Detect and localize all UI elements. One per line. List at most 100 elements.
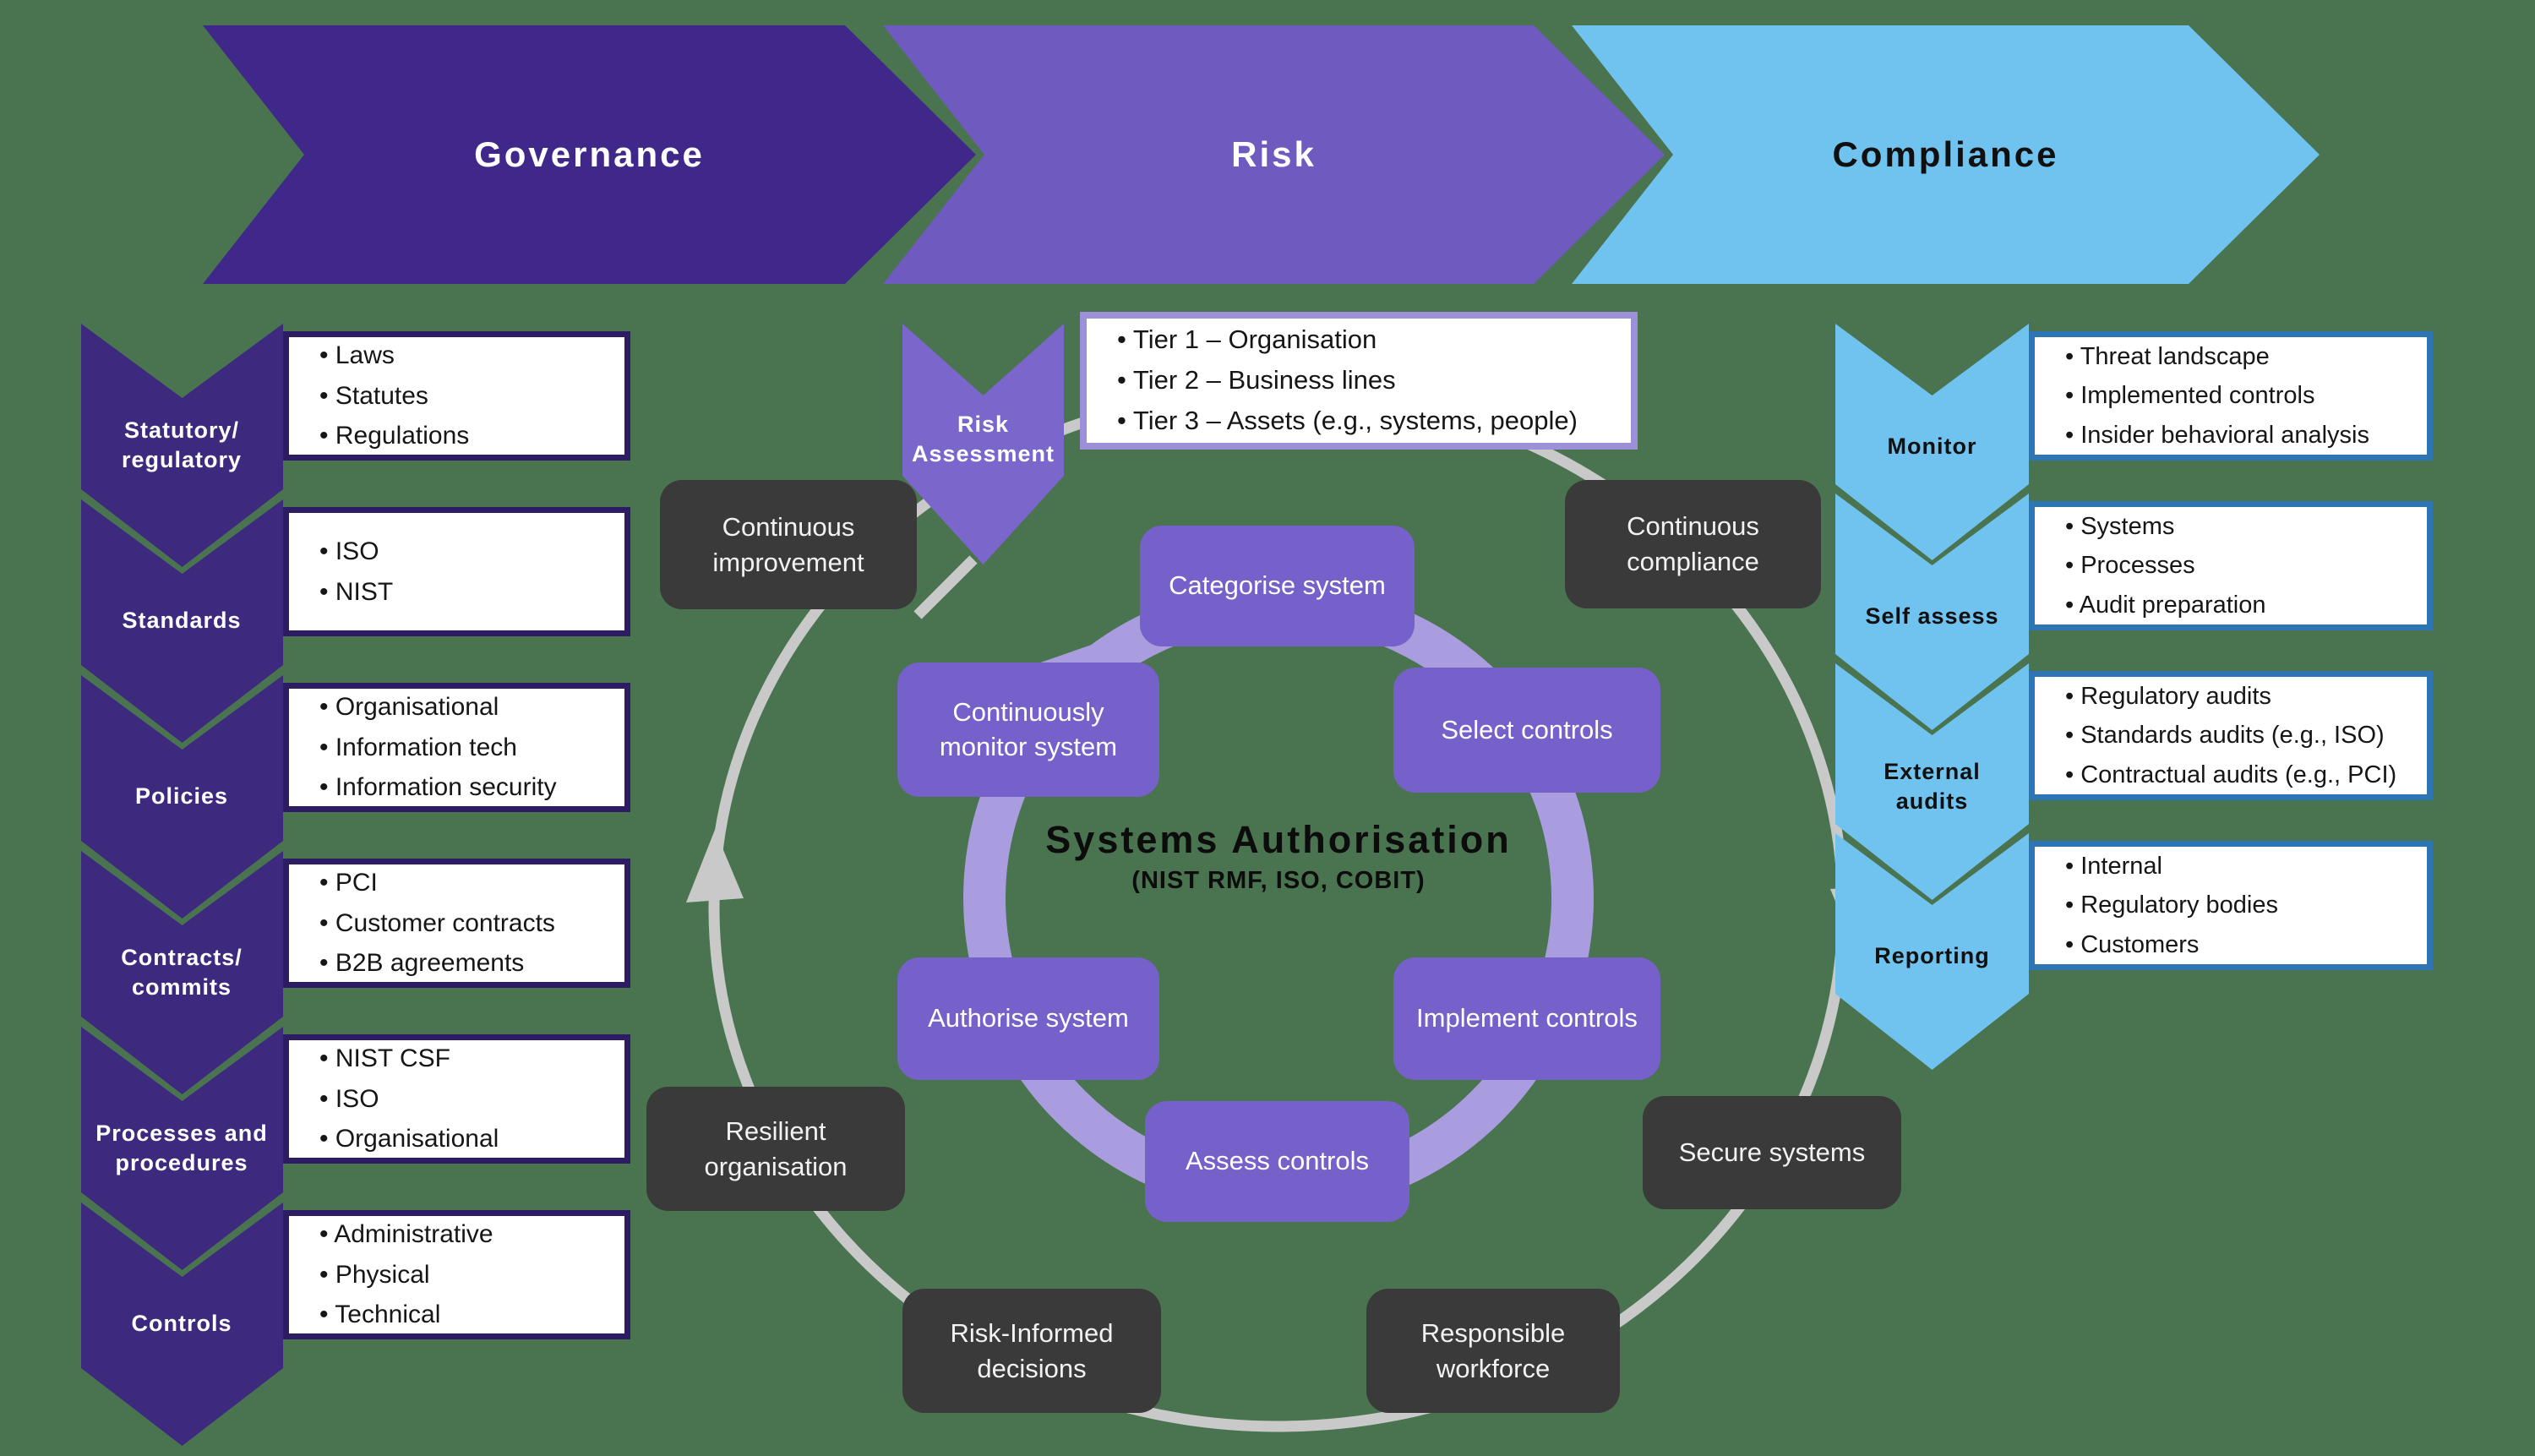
outcome-continuous-improvement: Continuous improvement (660, 480, 917, 609)
bullet-item: B2B agreements (319, 947, 616, 979)
bullet-item: Customers (2065, 930, 2418, 960)
bullet-text: Organisational (335, 693, 499, 722)
bullet-text: Tier 3 – Assets (e.g., systems, people) (1132, 405, 1578, 435)
bullet-text: Information tech (335, 733, 517, 761)
right-box-monitor: Threat landscape Implemented controls In… (2029, 331, 2433, 461)
bullet-item: Regulations (319, 420, 616, 452)
bullet-text: Contractual audits (e.g., PCI) (2080, 761, 2397, 788)
bullet-text: Internal (2080, 853, 2162, 881)
governance-arrow-shape (203, 25, 976, 284)
bullet-item: Regulatory bodies (2065, 890, 2418, 920)
bullet-text: Information security (335, 773, 557, 802)
left-box-policies: Organisational Information tech Informat… (283, 683, 630, 812)
bullet-item: Organisational (319, 1123, 616, 1155)
bullet-item: NIST CSF (319, 1043, 616, 1075)
tier-box: Tier 1 – Organisation Tier 2 – Business … (1080, 312, 1638, 450)
outcome-responsible-workforce: Responsible workforce (1366, 1289, 1620, 1413)
chevron-label-policies: Policies (134, 783, 229, 810)
bullet-item: Information tech (319, 732, 616, 764)
left-box-statutory: Laws Statutes Regulations (283, 331, 630, 461)
chevron-self-assess (1835, 494, 2029, 730)
bullet-text: Tier 2 – Business lines (1132, 365, 1396, 395)
left-box-contracts: PCI Customer contracts B2B agreements (283, 859, 630, 988)
chevron-processes (81, 1027, 283, 1270)
risk-arrow-shape (883, 25, 1665, 284)
bullet-item: NIST (319, 576, 616, 608)
bullet-item: Standards audits (e.g., ISO) (2065, 720, 2418, 750)
compliance-label: Compliance (1832, 134, 2059, 174)
bullet-text: Standards audits (e.g., ISO) (2080, 722, 2385, 750)
bullet-item: Information security (319, 772, 616, 804)
chevron-risk-assessment (902, 324, 1064, 564)
left-box-controls: Administrative Physical Technical (283, 1210, 630, 1339)
bullet-text: ISO (335, 537, 379, 565)
chevron-external-audits (1835, 663, 2029, 900)
outcome-secure-systems: Secure systems (1643, 1096, 1901, 1209)
chevron-contracts (81, 851, 283, 1094)
chevron-controls (81, 1202, 283, 1446)
bullet-item: ISO (319, 1083, 616, 1115)
outcome-resilient-organisation: Resilient organisation (646, 1087, 905, 1211)
chevron-label-standards: Standards (122, 608, 242, 634)
compliance-arrow-title: Compliance (1572, 25, 2320, 284)
chevron-standards (81, 499, 283, 743)
bullet-item: Laws (319, 340, 616, 372)
chevron-policies (81, 675, 283, 919)
bullet-text: NIST CSF (335, 1044, 450, 1073)
bullet-text: Threat landscape (2080, 343, 2270, 371)
bullet-item: PCI (319, 867, 616, 899)
improvement-connector-line (913, 555, 978, 619)
step-authorise-system: Authorise system (897, 957, 1159, 1080)
bullet-text: Administrative (334, 1220, 493, 1249)
bullet-item: Organisational (319, 691, 616, 723)
cycle-title: Systems Authorisation (1045, 818, 1512, 861)
bullet-text: B2B agreements (335, 949, 525, 978)
chevron-label-risk-assessment: Risk Assessment (911, 411, 1055, 466)
bullet-item: Systems (2065, 511, 2418, 542)
bullet-item: Statutes (319, 380, 616, 412)
risk-arrow-title: Risk (883, 25, 1665, 284)
chevron-monitor (1835, 324, 2029, 560)
left-box-standards: ISO NIST (283, 507, 630, 636)
step-implement-controls: Implement controls (1393, 957, 1660, 1080)
bullet-text: Processes (2080, 552, 2195, 580)
bullet-text: Laws (335, 341, 395, 370)
governance-label: Governance (474, 134, 705, 174)
step-select-controls: Select controls (1393, 668, 1660, 793)
chevron-label-external-audits: External audits (1884, 758, 1981, 814)
chevron-label-contracts: Contracts/ commits (121, 944, 243, 1000)
bullet-item: Administrative (319, 1219, 616, 1251)
risk-label: Risk (1231, 134, 1317, 174)
bullet-item: Technical (319, 1299, 616, 1331)
outcome-risk-informed-decisions: Risk-Informed decisions (902, 1289, 1161, 1413)
chevron-label-reporting: Reporting (1874, 943, 1990, 969)
bullet-item: Implemented controls (2065, 380, 2418, 411)
bullet-text: Physical (335, 1260, 430, 1289)
chevron-label-controls: Controls (131, 1311, 232, 1337)
bullet-item: Threat landscape (2065, 341, 2418, 372)
chevron-label-statutory: Statutory/ regulatory (121, 417, 243, 472)
bullet-text: Customer contracts (335, 908, 555, 937)
step-continuously-monitor-system: Continuously monitor system (897, 663, 1159, 797)
bullet-item: Internal (2065, 851, 2418, 881)
left-box-processes: NIST CSF ISO Organisational (283, 1034, 630, 1164)
cycle-title-block: Systems Authorisation (NIST RMF, ISO, CO… (983, 818, 1574, 928)
step-categorise-system: Categorise system (1140, 526, 1415, 646)
bullet-text: PCI (335, 869, 378, 897)
right-box-external-audits: Regulatory audits Standards audits (e.g.… (2029, 671, 2433, 800)
right-box-reporting: Internal Regulatory bodies Customers (2029, 841, 2433, 970)
chevron-reporting (1835, 833, 2029, 1070)
bullet-item: Physical (319, 1259, 616, 1291)
right-box-self-assess: Systems Processes Audit preparation (2029, 501, 2433, 630)
bullet-text: Regulations (335, 422, 470, 450)
bullet-text: Insider behavioral analysis (2080, 421, 2369, 449)
bullet-item: Insider behavioral analysis (2065, 420, 2418, 450)
chevron-label-monitor: Monitor (1887, 434, 1977, 460)
bullet-item: Tier 1 – Organisation (1117, 324, 1622, 357)
bullet-item: Contractual audits (e.g., PCI) (2065, 760, 2418, 790)
bullet-item: Tier 2 – Business lines (1117, 364, 1622, 397)
cycle-up-arrowhead-icon (686, 830, 744, 903)
bullet-text: Implemented controls (2080, 382, 2315, 410)
bullet-text: Statutes (335, 381, 428, 410)
